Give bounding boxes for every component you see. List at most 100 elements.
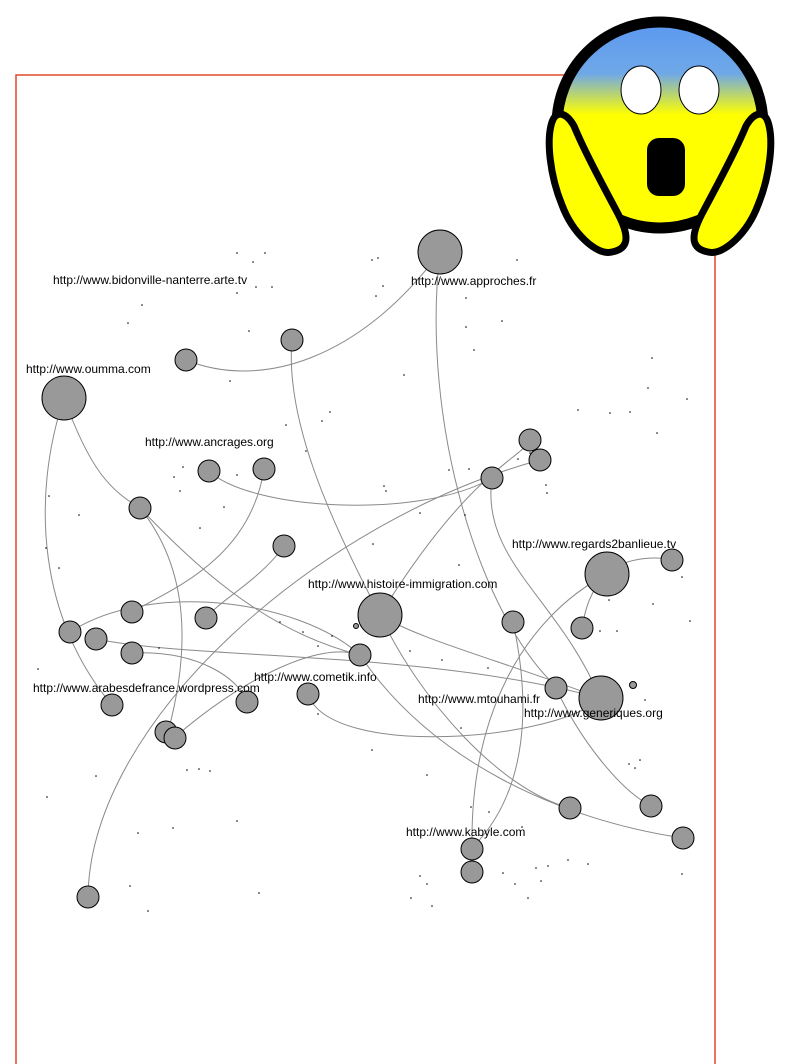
small-dot xyxy=(141,304,143,306)
node[interactable] xyxy=(41,375,87,421)
small-dot xyxy=(514,883,516,885)
small-dot xyxy=(656,432,658,434)
small-dot xyxy=(317,713,319,715)
small-dot xyxy=(46,796,48,798)
node[interactable] xyxy=(197,459,221,483)
small-dot xyxy=(321,420,323,422)
node[interactable] xyxy=(578,675,624,721)
node[interactable] xyxy=(76,885,100,909)
node[interactable] xyxy=(252,457,276,481)
small-dot xyxy=(372,543,374,545)
node[interactable] xyxy=(296,682,320,706)
node[interactable] xyxy=(272,534,296,558)
small-dot xyxy=(279,621,281,623)
node[interactable] xyxy=(348,643,372,667)
small-dot xyxy=(236,292,238,294)
node[interactable] xyxy=(660,548,684,572)
node[interactable] xyxy=(671,826,695,850)
edge xyxy=(69,601,361,656)
node[interactable] xyxy=(353,623,359,629)
node[interactable] xyxy=(84,627,108,651)
node[interactable] xyxy=(460,860,484,884)
small-dot xyxy=(535,867,537,869)
node[interactable] xyxy=(100,693,124,717)
small-dot xyxy=(426,883,428,885)
small-dot xyxy=(147,910,149,912)
small-dot xyxy=(375,295,377,297)
small-dot xyxy=(236,820,238,822)
small-dot xyxy=(545,484,547,486)
edge xyxy=(185,251,441,372)
node[interactable] xyxy=(120,641,144,665)
edge xyxy=(95,638,601,699)
small-dot xyxy=(223,506,225,508)
small-dot xyxy=(540,880,542,882)
small-dot xyxy=(527,897,529,899)
small-dot xyxy=(629,411,631,413)
node[interactable] xyxy=(58,620,82,644)
small-dot xyxy=(681,873,683,875)
node[interactable] xyxy=(570,616,594,640)
node-label: http://www.oumma.com xyxy=(26,362,151,376)
node[interactable] xyxy=(357,592,403,638)
small-dot xyxy=(258,892,260,894)
edge xyxy=(87,459,541,898)
small-dot xyxy=(516,259,518,261)
node[interactable] xyxy=(163,726,187,750)
edge xyxy=(173,651,361,739)
small-dot xyxy=(236,252,238,254)
small-dot xyxy=(410,897,412,899)
node[interactable] xyxy=(235,690,259,714)
small-dot xyxy=(383,485,385,487)
node[interactable] xyxy=(120,600,144,624)
small-dot xyxy=(255,286,257,288)
small-dot xyxy=(460,727,462,729)
node[interactable] xyxy=(518,428,542,452)
node[interactable] xyxy=(480,466,504,490)
node[interactable] xyxy=(501,610,525,634)
node[interactable] xyxy=(174,348,198,372)
small-dot xyxy=(639,759,641,761)
node[interactable] xyxy=(639,794,663,818)
node-label: http://www.arabesdefrance.wordpress.com xyxy=(33,681,260,695)
small-dot xyxy=(371,259,373,261)
node[interactable] xyxy=(584,551,630,597)
small-dot xyxy=(172,827,174,829)
node[interactable] xyxy=(280,328,304,352)
small-dot xyxy=(45,547,47,549)
small-dot xyxy=(441,659,443,661)
emoji-right-eye xyxy=(678,65,720,115)
small-dot xyxy=(644,699,646,701)
graph-nodes xyxy=(41,229,695,909)
node[interactable] xyxy=(629,681,637,689)
small-dot xyxy=(458,564,460,566)
small-dot xyxy=(158,647,160,649)
small-dot xyxy=(264,252,266,254)
node[interactable] xyxy=(128,496,152,520)
node-label: http://www.mtouhami.fr xyxy=(418,692,540,706)
node[interactable] xyxy=(544,676,568,700)
small-dot xyxy=(95,775,97,777)
small-dot xyxy=(409,650,411,652)
node[interactable] xyxy=(194,606,218,630)
small-dot xyxy=(470,806,472,808)
small-dot xyxy=(377,257,379,259)
small-dot xyxy=(609,412,611,414)
node-label: http://www.bidonville-nanterre.arte.tv xyxy=(53,273,247,287)
node[interactable] xyxy=(558,796,582,820)
small-dot xyxy=(473,349,475,351)
emoji-left-hand xyxy=(545,110,630,256)
node[interactable] xyxy=(528,448,552,472)
small-dot xyxy=(546,492,548,494)
node[interactable] xyxy=(417,229,463,275)
small-dot xyxy=(331,635,333,637)
node[interactable] xyxy=(460,837,484,861)
small-dot xyxy=(186,769,188,771)
small-dot xyxy=(464,514,466,516)
small-dot xyxy=(129,885,131,887)
small-dot xyxy=(199,527,201,529)
node-label: http://www.approches.fr xyxy=(411,274,536,288)
small-dot xyxy=(182,466,184,468)
edge xyxy=(290,339,381,616)
